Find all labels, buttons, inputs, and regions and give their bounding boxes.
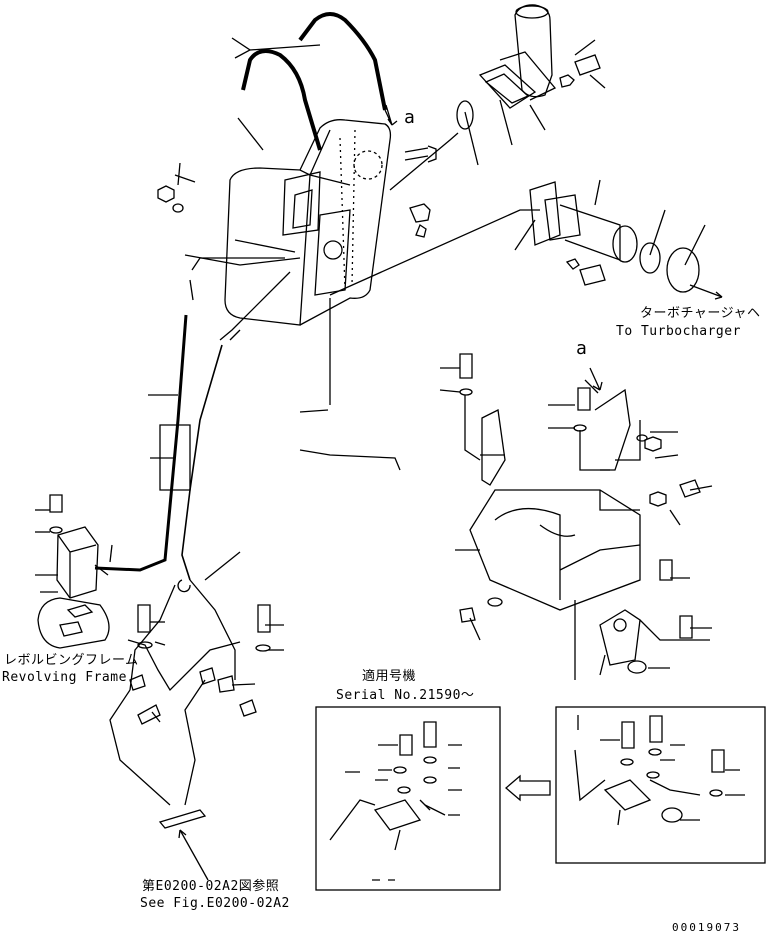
bracket-assembly [459,353,710,680]
muffler [224,117,392,326]
exhaust-pipe [456,4,606,166]
drawing-number: 00019073 [672,921,741,934]
callout-arrow-top [384,109,393,126]
serial-label-jp: 適用号機 [362,669,417,684]
see-fig-label-en: See Fig.E0200-02A2 [140,896,290,911]
see-fig-label-jp: 第E0200-02A2図参照 [142,879,280,894]
frame-bracket [37,494,110,649]
leader-lines-right [439,367,713,676]
turbo-pipe [514,179,723,300]
muffler-fasteners [157,145,437,238]
transfer-arrow [505,774,551,802]
turbo-label-jp: ターボチャージャヘ [640,306,761,321]
right-detail-box [555,706,766,864]
serial-label-en: Serial No.21590～ [336,688,475,703]
callout-a-top: a [404,107,416,128]
left-fasteners [127,604,271,692]
frame-label-en: Revolving Frame [2,670,127,685]
left-tube-cable [94,257,291,829]
hose-assembly [231,12,398,151]
leader-lines-left [35,329,284,881]
callout-a-right: a [576,338,588,359]
callout-arrow-right [589,367,603,391]
serial-detail-box [315,706,501,891]
turbo-label-en: To Turbocharger [616,324,741,339]
frame-label-jp: レボルビングフレーム [4,653,139,668]
